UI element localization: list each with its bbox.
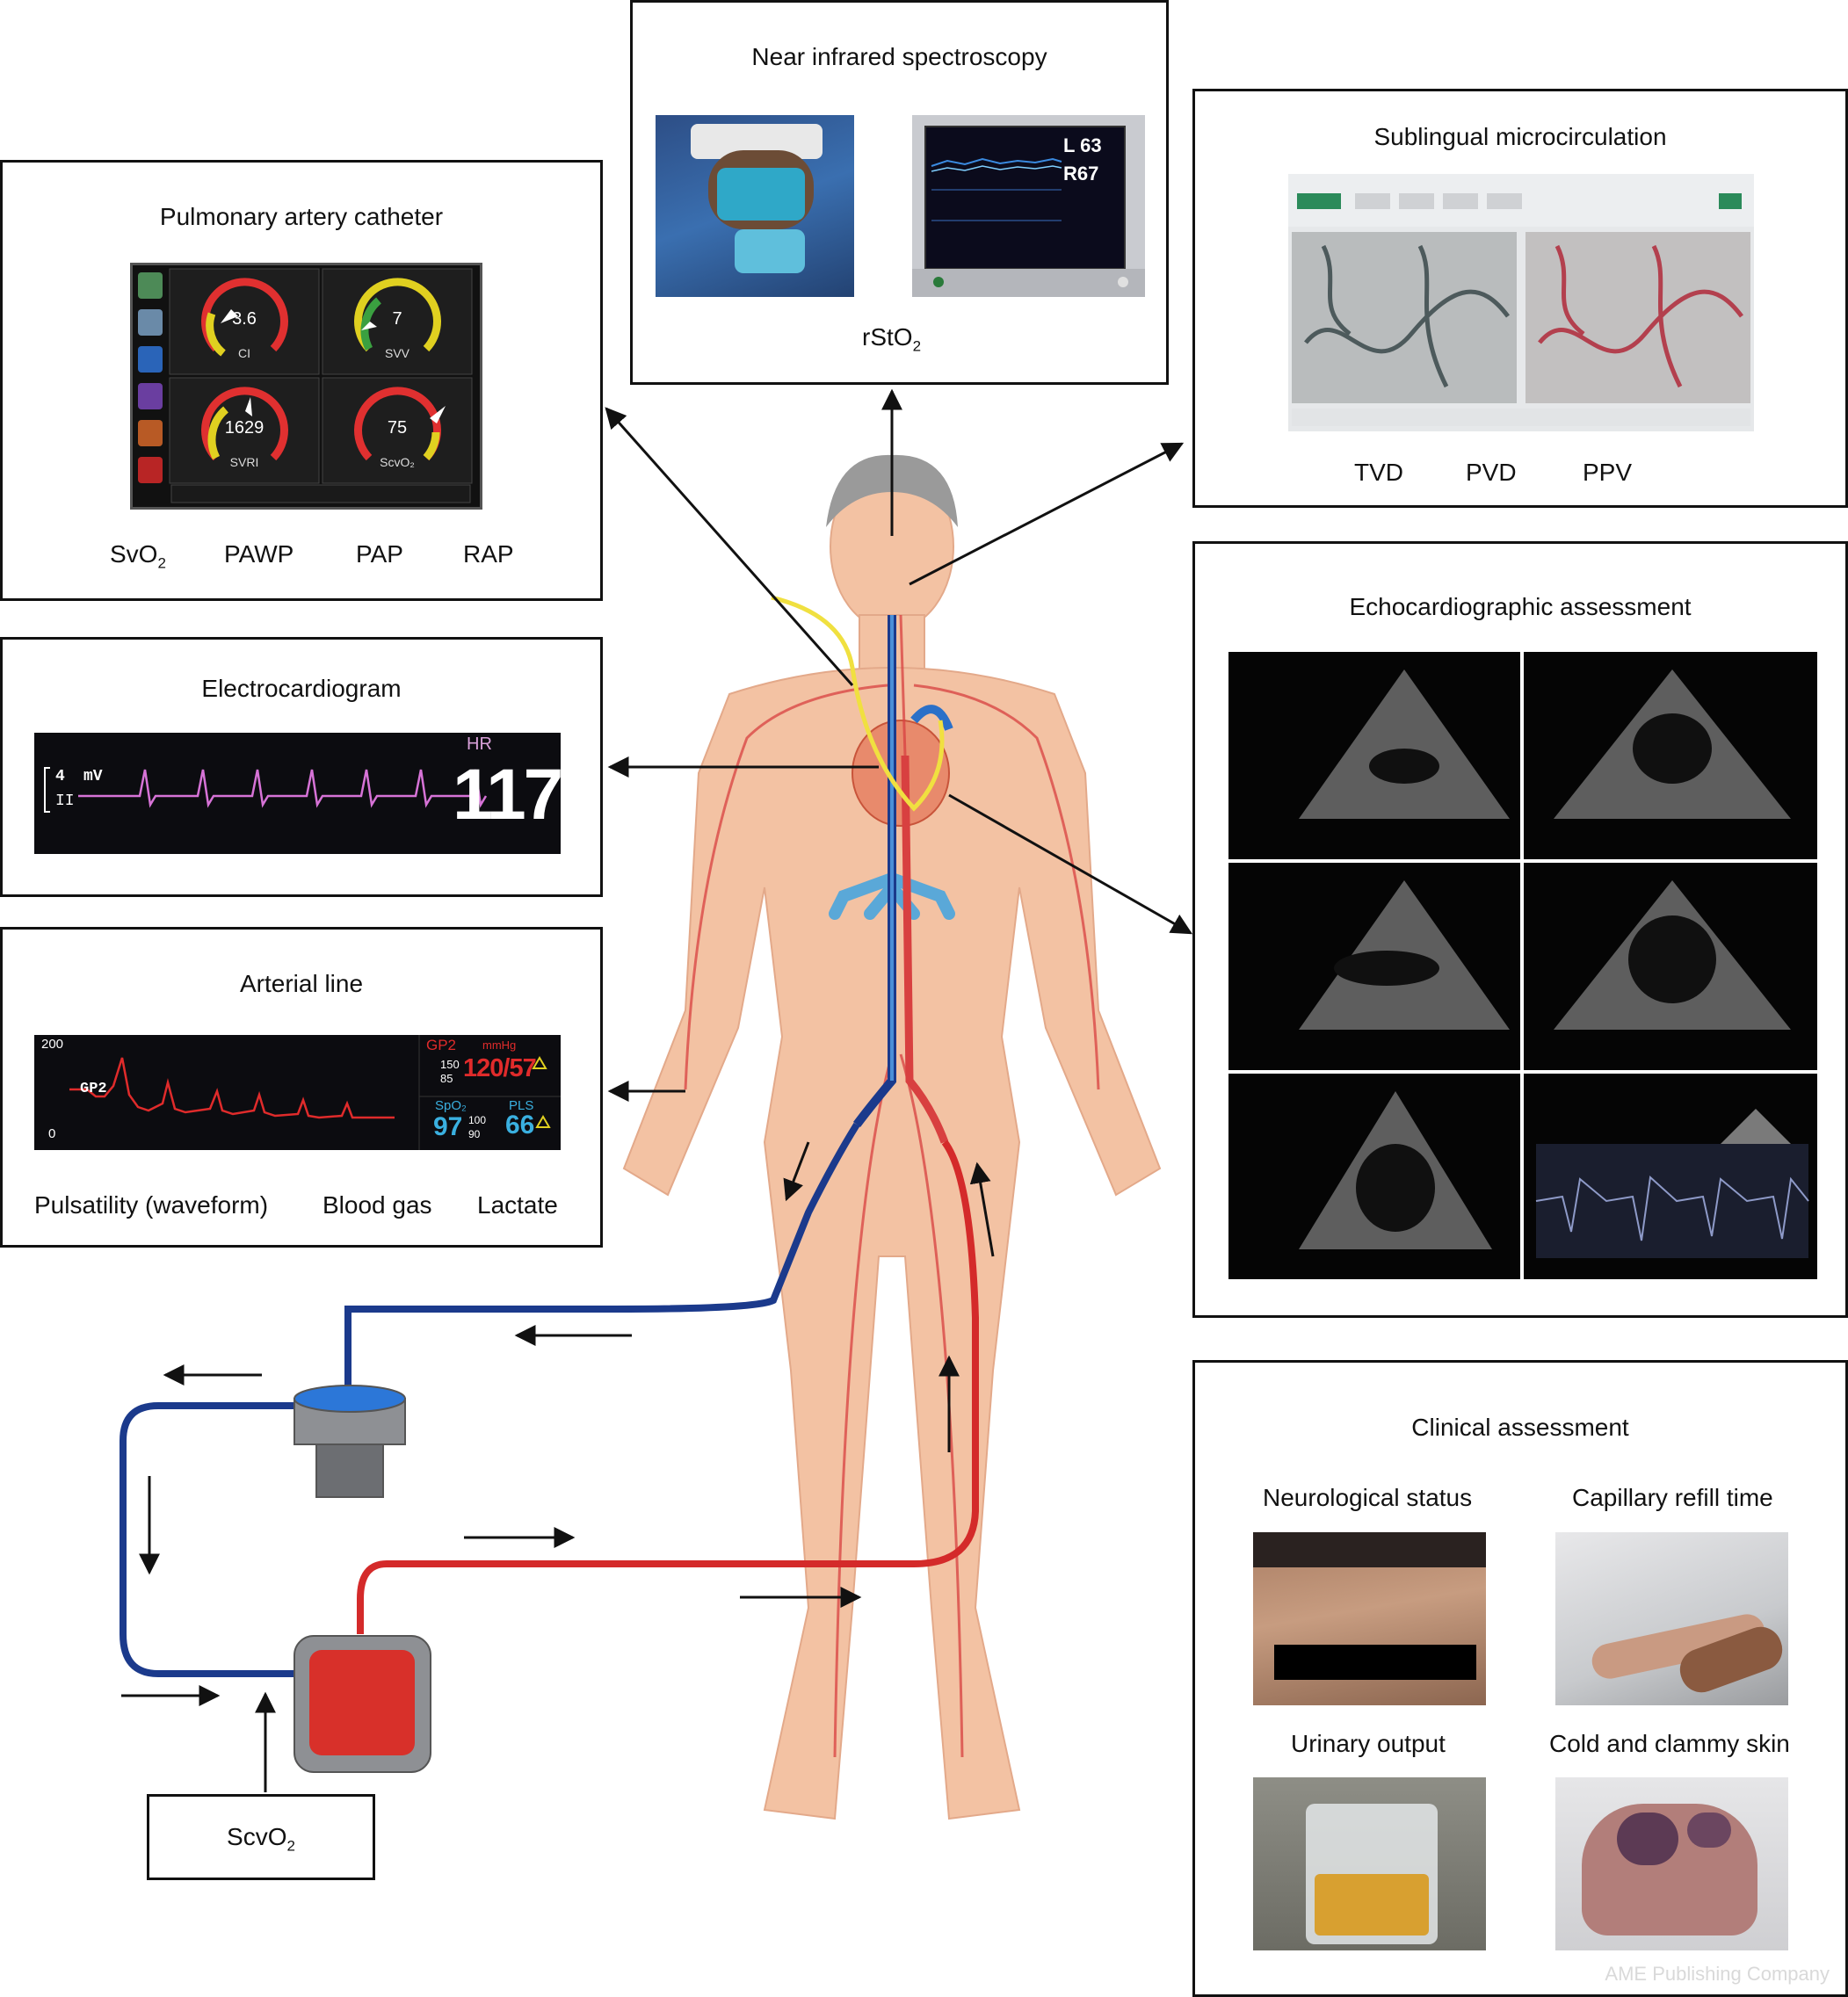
vena-cava — [853, 615, 896, 1128]
ecg-scale: 4 — [55, 768, 65, 785]
micro-param-pvd: PVD — [1466, 459, 1517, 486]
artline-scale-top: 200 — [41, 1037, 64, 1052]
pac-monitor-image: 3.6 CI 7 SVV 1629 SVRI 75 ScvO₂ — [130, 263, 482, 510]
gauge-svri-label: SVRI — [229, 455, 259, 469]
clinical-item-urine: Urinary output — [1291, 1730, 1446, 1757]
neuro-photo — [1253, 1532, 1486, 1705]
pa-catheter-line — [771, 595, 945, 812]
capillary-refill-photo — [1555, 1532, 1788, 1705]
artline-title: Arterial line — [239, 970, 364, 997]
skin-photo — [1555, 1777, 1788, 1950]
artline-limit-low: 85 — [440, 1072, 453, 1085]
pac-panel: Pulmonary artery catheter — [0, 160, 603, 601]
echo-grid-svg — [1228, 652, 1817, 1279]
watermark: AME Publishing Company — [1605, 1963, 1830, 1985]
clinical-title: Clinical assessment — [1411, 1414, 1629, 1441]
nirs-right-value: R67 — [1063, 163, 1099, 185]
circuit-loop-venous — [120, 1402, 303, 1677]
gauge-svv-label: SVV — [384, 346, 409, 360]
artline-pls-label: PLS — [509, 1098, 534, 1113]
arterial-line-panel: Arterial line 200 0 GP2 GP2 mmHg 150 85 … — [0, 927, 603, 1248]
echo-title: Echocardiographic assessment — [1349, 593, 1692, 620]
artline-pls-value: 66 — [505, 1111, 535, 1140]
ecg-hr-value: 117 — [453, 755, 561, 835]
micro-title: Sublingual microcirculation — [1373, 123, 1667, 150]
ecg-hr-label: HR — [467, 734, 492, 754]
artline-spo2-label: SpO₂ — [435, 1098, 467, 1113]
ecg-panel: Electrocardiogram 4 II mV HR 117 — [0, 637, 603, 897]
pac-gauges-svg — [169, 268, 473, 503]
artline-pressure: 120/57 — [463, 1054, 537, 1082]
artline-unit: mmHg — [482, 1038, 517, 1052]
nirs-trend-svg — [912, 157, 1145, 297]
nirs-title: Near infrared spectroscopy — [751, 43, 1047, 70]
clinical-item-skin: Cold and clammy skin — [1549, 1730, 1790, 1757]
gauge-ci-label: CI — [238, 346, 250, 360]
clinical-item-neuro: Neurological status — [1263, 1484, 1473, 1511]
scvo2-box: ScvO2 — [147, 1794, 375, 1880]
artline-spo2-hi: 100 — [468, 1114, 487, 1126]
micro-capture-image — [1288, 174, 1754, 431]
artline-spo2-lo: 90 — [468, 1128, 481, 1140]
nirs-left-value: L 63 — [1063, 134, 1102, 156]
clinical-item-crt: Capillary refill time — [1572, 1484, 1773, 1511]
clinical-panel: Clinical assessment Neurological status … — [1192, 1360, 1848, 1997]
echo-panel: Echocardiographic assessment — [1192, 541, 1848, 1318]
artline-param-lactate: Lactate — [477, 1191, 558, 1219]
gauge-svv-value: 7 — [392, 309, 402, 329]
pac-title: Pulmonary artery catheter — [159, 203, 444, 230]
micro-param-tvd: TVD — [1354, 459, 1403, 486]
gauge-scvo2-label: ScvO₂ — [380, 455, 415, 469]
artline-spo2-value: 97 — [433, 1112, 463, 1141]
ecg-title: Electrocardiogram — [201, 675, 402, 702]
artline-limit-high: 150 — [440, 1058, 460, 1071]
pac-param-pap: PAP — [356, 540, 403, 568]
lung-vessels — [829, 872, 955, 920]
nirs-param: rStO2 — [862, 323, 922, 355]
artline-scale-bottom: 0 — [48, 1126, 56, 1141]
scvo2-label: ScvO2 — [227, 1823, 295, 1855]
nirs-patient-photo — [656, 115, 854, 297]
ecg-unit: mV — [83, 768, 103, 785]
heart — [852, 705, 953, 827]
oxygenator — [294, 1635, 431, 1773]
microcirculation-panel: Sublingual microcirculation — [1192, 89, 1848, 508]
artline-channel: GP2 — [80, 1081, 107, 1097]
gauge-ci-value: 3.6 — [232, 309, 257, 329]
centrifugal-pump — [294, 1385, 406, 1498]
nirs-monitor-photo: L 63 R67 — [912, 115, 1145, 297]
pac-param-rap: RAP — [463, 540, 514, 568]
nirs-panel: Near infrared spectroscopy L 63 R67 rStO… — [630, 0, 1169, 385]
artline-gp2-label: GP2 — [426, 1037, 457, 1053]
ecg-monitor-image: 4 II mV HR 117 — [34, 733, 561, 854]
ecg-trace-svg — [44, 767, 488, 813]
urinary-photo — [1253, 1777, 1486, 1950]
gauge-svri-value: 1629 — [224, 418, 265, 438]
micro-param-ppv: PPV — [1583, 459, 1633, 486]
ecg-lead: II — [55, 792, 75, 810]
artline-param-blood-gas: Blood gas — [322, 1191, 432, 1219]
aorta — [901, 755, 949, 1144]
artline-trace-svg — [69, 1035, 561, 1150]
pac-param-svo2: SvO2 — [110, 540, 166, 572]
human-body — [622, 462, 1162, 1820]
micro-vessels-svg — [1292, 232, 1750, 426]
pac-param-pawp: PAWP — [224, 540, 294, 568]
artline-param-pulsatility: Pulsatility (waveform) — [34, 1191, 269, 1219]
artline-monitor-image: 200 0 GP2 GP2 mmHg 150 85 120/57 SpO₂ 97… — [34, 1035, 561, 1150]
hair — [826, 454, 958, 527]
gauge-scvo2-value: 75 — [387, 418, 408, 438]
